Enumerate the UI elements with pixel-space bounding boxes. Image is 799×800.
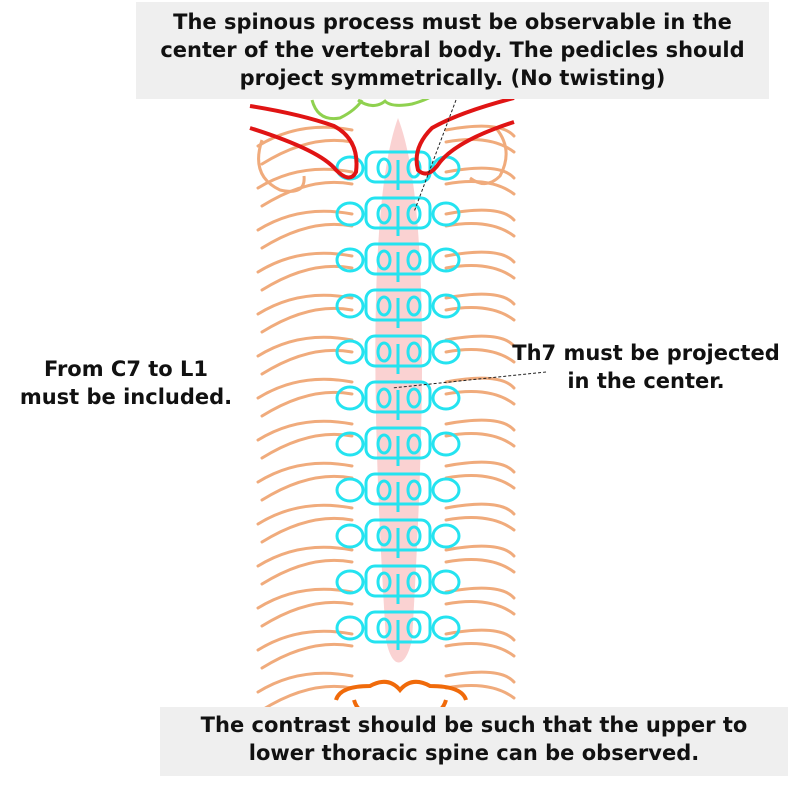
vertebra — [335, 610, 461, 650]
pedicle — [406, 525, 422, 547]
rib — [444, 124, 516, 154]
transverse-process — [335, 339, 365, 365]
pedicle — [376, 341, 392, 363]
vertebra — [335, 288, 461, 328]
rib — [444, 292, 516, 322]
rib — [444, 670, 516, 700]
transverse-process — [335, 477, 365, 503]
transverse-process — [431, 431, 461, 457]
pedicle — [376, 479, 392, 501]
rib — [444, 544, 516, 574]
contrast-callout: The contrast should be such that the upp… — [160, 707, 788, 776]
pedicle — [376, 249, 392, 271]
pedicle — [376, 157, 392, 179]
rib — [444, 586, 516, 616]
vertebrae — [335, 150, 461, 650]
pedicle — [376, 571, 392, 593]
pedicle — [406, 617, 422, 639]
label-line: From C7 to L1 — [43, 357, 209, 381]
rib — [444, 502, 516, 532]
left-clavicle — [249, 104, 359, 180]
spinous-process-callout: The spinous process must be observable i… — [136, 2, 769, 99]
rib — [444, 418, 516, 448]
rib — [444, 628, 516, 658]
callout-line: project symmetrically. (No twisting) — [239, 66, 666, 90]
pedicle — [376, 617, 392, 639]
pedicle — [406, 387, 422, 409]
transverse-process — [335, 431, 365, 457]
rib — [257, 139, 306, 193]
cervical-vertebra — [310, 94, 433, 121]
rib — [444, 376, 516, 406]
vertebra — [335, 380, 461, 420]
pedicle — [376, 387, 392, 409]
th7-label: Th7 must be projected in the center. — [500, 339, 792, 395]
transverse-process — [431, 293, 461, 319]
rib — [256, 587, 354, 628]
pedicle — [376, 433, 392, 455]
transverse-process — [335, 569, 365, 595]
transverse-process — [431, 477, 461, 503]
rib — [256, 335, 354, 376]
transverse-process — [431, 339, 461, 365]
rib — [256, 251, 354, 292]
pedicle — [376, 203, 392, 225]
pedicle — [406, 571, 422, 593]
rib — [256, 503, 354, 544]
callout-line: lower thoracic spine can be observed. — [248, 741, 700, 765]
right-clavicle — [414, 96, 515, 176]
vertebra — [335, 426, 461, 466]
transverse-process — [431, 569, 461, 595]
transverse-process — [431, 247, 461, 273]
rib — [256, 377, 354, 418]
transverse-process — [431, 523, 461, 549]
vertebra — [335, 564, 461, 604]
pedicle — [406, 341, 422, 363]
label-line: must be included. — [19, 385, 233, 409]
vertebra — [335, 518, 461, 558]
callout-line: The spinous process must be observable i… — [173, 10, 732, 34]
callout-line: center of the vertebral body. The pedicl… — [160, 38, 745, 62]
pedicle — [406, 433, 422, 455]
pedicle — [376, 525, 392, 547]
pedicle — [406, 157, 422, 179]
rib — [256, 545, 354, 586]
vertebra — [335, 334, 461, 374]
transverse-process — [431, 201, 461, 227]
rib — [444, 460, 516, 490]
rib — [469, 127, 508, 185]
rib — [444, 166, 516, 196]
pedicle — [406, 249, 422, 271]
right-ribs — [444, 124, 516, 700]
range-label: From C7 to L1 must be included. — [8, 355, 244, 411]
transverse-process — [335, 523, 365, 549]
callout-line: The contrast should be such that the upp… — [200, 713, 748, 737]
pedicle — [406, 295, 422, 317]
rib — [256, 629, 354, 670]
th7-pointer — [391, 371, 547, 389]
pedicle — [406, 203, 422, 225]
vertebra — [335, 472, 461, 512]
transverse-process — [335, 293, 365, 319]
transverse-process — [335, 615, 365, 641]
rib — [256, 461, 354, 502]
label-line: Th7 must be projected — [512, 341, 780, 365]
transverse-process — [335, 201, 365, 227]
transverse-process — [335, 385, 365, 411]
label-line: in the center. — [567, 369, 725, 393]
transverse-process — [335, 247, 365, 273]
rib — [256, 125, 354, 166]
rib — [444, 208, 516, 238]
rib — [444, 334, 516, 364]
vertebra — [335, 242, 461, 282]
pedicle — [376, 295, 392, 317]
vertebra — [335, 196, 461, 236]
pedicle — [406, 479, 422, 501]
transverse-process — [431, 615, 461, 641]
transverse-process — [431, 385, 461, 411]
rib — [256, 671, 354, 712]
